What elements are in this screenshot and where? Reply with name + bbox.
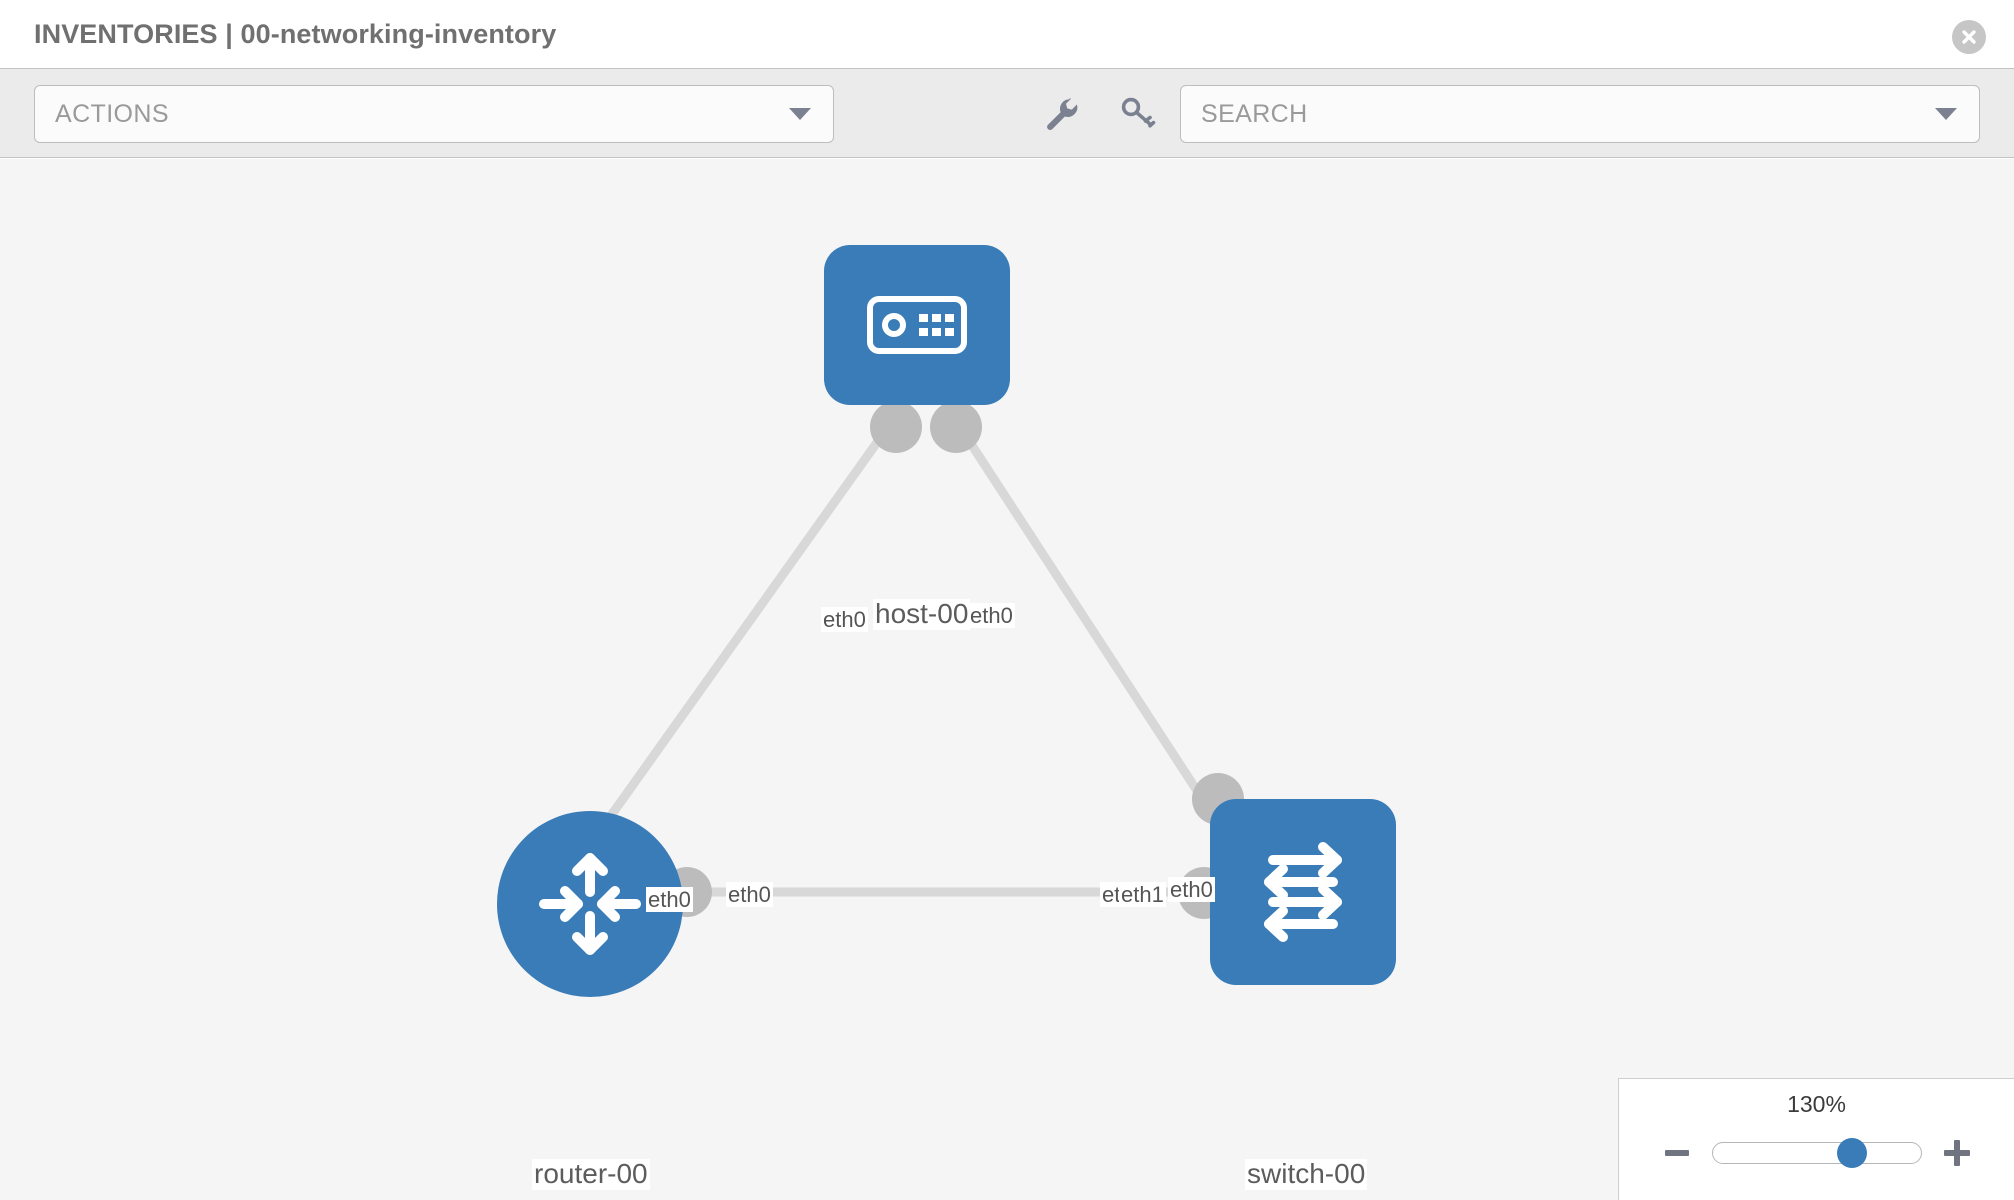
key-icon[interactable] (1116, 92, 1158, 134)
chevron-down-icon (1935, 108, 1957, 120)
node-host-00[interactable] (824, 245, 1010, 431)
zoom-control-panel: 130% (1618, 1078, 2014, 1200)
node-label-switch-00: switch-00 (1245, 1158, 1368, 1190)
page-title: INVENTORIES | 00-networking-inventory (34, 18, 557, 49)
switch-node-shape (1210, 799, 1396, 985)
host-node-shape (824, 245, 1010, 405)
wrench-icon[interactable] (1040, 92, 1082, 134)
zoom-slider-handle[interactable] (1836, 1138, 1867, 1168)
zoom-slider-row (1619, 1131, 2014, 1175)
search-placeholder: SEARCH (1201, 99, 1308, 128)
page-header: INVENTORIES | 00-networking-inventory (0, 0, 2014, 68)
edge-label-host-left: eth0 (821, 607, 868, 633)
port-host-right[interactable] (930, 401, 982, 453)
router-four-arrows-icon (539, 853, 641, 955)
toolbar-icon-group (1040, 92, 1158, 134)
edge-label-switch-up: eth0 (1168, 877, 1215, 903)
link-host-router (576, 424, 892, 862)
actions-dropdown[interactable]: ACTIONS (34, 85, 834, 143)
node-label-router-00: router-00 (532, 1158, 650, 1190)
edge-label-switch-left: eth1 (1119, 882, 1166, 908)
edge-label-host-right: eth0 (968, 603, 1015, 629)
node-switch-00[interactable] (1210, 799, 1396, 985)
topology-canvas[interactable]: host-00 router-00 (0, 159, 2014, 1200)
port-host-left[interactable] (870, 401, 922, 453)
chevron-down-icon (789, 108, 811, 120)
edge-label-router-right: eth0 (726, 882, 773, 908)
switch-bidirectional-arrows-icon (1264, 842, 1342, 942)
toolbar: ACTIONS (0, 68, 2014, 158)
minus-icon[interactable] (1660, 1136, 1694, 1170)
zoom-slider[interactable] (1711, 1138, 1922, 1168)
server-device-icon (867, 296, 967, 354)
search-input[interactable]: SEARCH (1180, 85, 1980, 143)
link-host-switch (956, 424, 1239, 852)
plus-icon[interactable] (1940, 1136, 1974, 1170)
actions-dropdown-label: ACTIONS (55, 99, 169, 128)
edge-label-router-up: eth0 (646, 887, 693, 913)
close-icon[interactable] (1952, 20, 1986, 54)
node-label-host-00: host-00 (873, 598, 971, 630)
zoom-level-value: 130% (1787, 1091, 1846, 1117)
